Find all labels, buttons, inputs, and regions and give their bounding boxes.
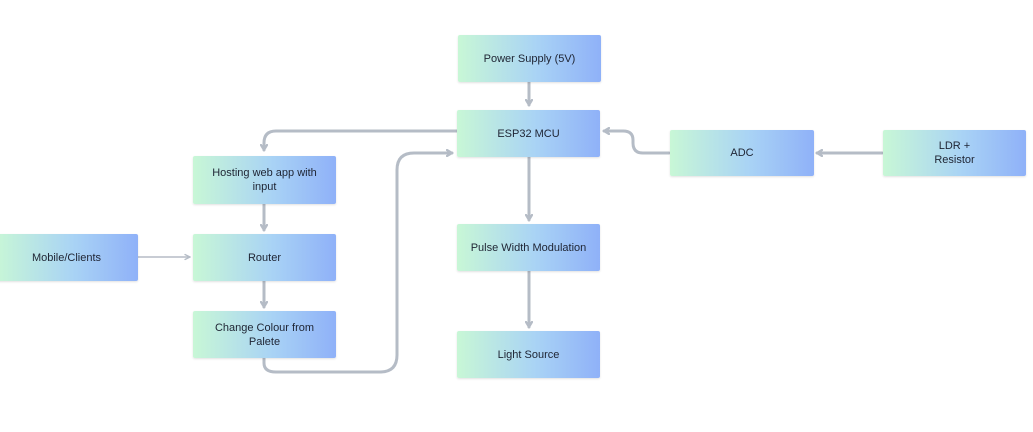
edge-esp32-to-hosting <box>264 129 459 152</box>
edge-adc-to-esp32 <box>602 131 671 155</box>
node-router: Router <box>193 234 336 281</box>
node-esp32-mcu-label: ESP32 MCU <box>497 127 560 140</box>
node-light-source: Light Source <box>457 331 600 378</box>
node-ldr-resistor: LDR + Resistor <box>883 130 1026 176</box>
node-power-supply-label: Power Supply (5V) <box>483 52 576 65</box>
node-pwm-label: Pulse Width Modulation <box>470 241 587 254</box>
node-change-colour-label: Change Colour from Palete <box>214 321 315 348</box>
node-light-source-label: Light Source <box>497 348 560 361</box>
node-hosting-web-app: Hosting web app with input <box>193 156 336 204</box>
node-pwm: Pulse Width Modulation <box>457 224 600 271</box>
node-power-supply: Power Supply (5V) <box>458 35 601 82</box>
node-adc: ADC <box>670 130 814 176</box>
node-esp32-mcu: ESP32 MCU <box>457 110 600 157</box>
node-hosting-web-app-label: Hosting web app with input <box>212 167 317 193</box>
node-change-colour: Change Colour from Palete <box>193 311 336 358</box>
edge-change-colour-to-esp32 <box>262 153 454 374</box>
node-mobile-clients-label: Mobile/Clients <box>31 251 102 264</box>
node-router-label: Router <box>247 251 282 264</box>
node-adc-label: ADC <box>730 147 754 159</box>
node-mobile-clients: Mobile/Clients <box>0 234 138 281</box>
node-ldr-resistor-label: LDR + Resistor <box>934 140 975 166</box>
